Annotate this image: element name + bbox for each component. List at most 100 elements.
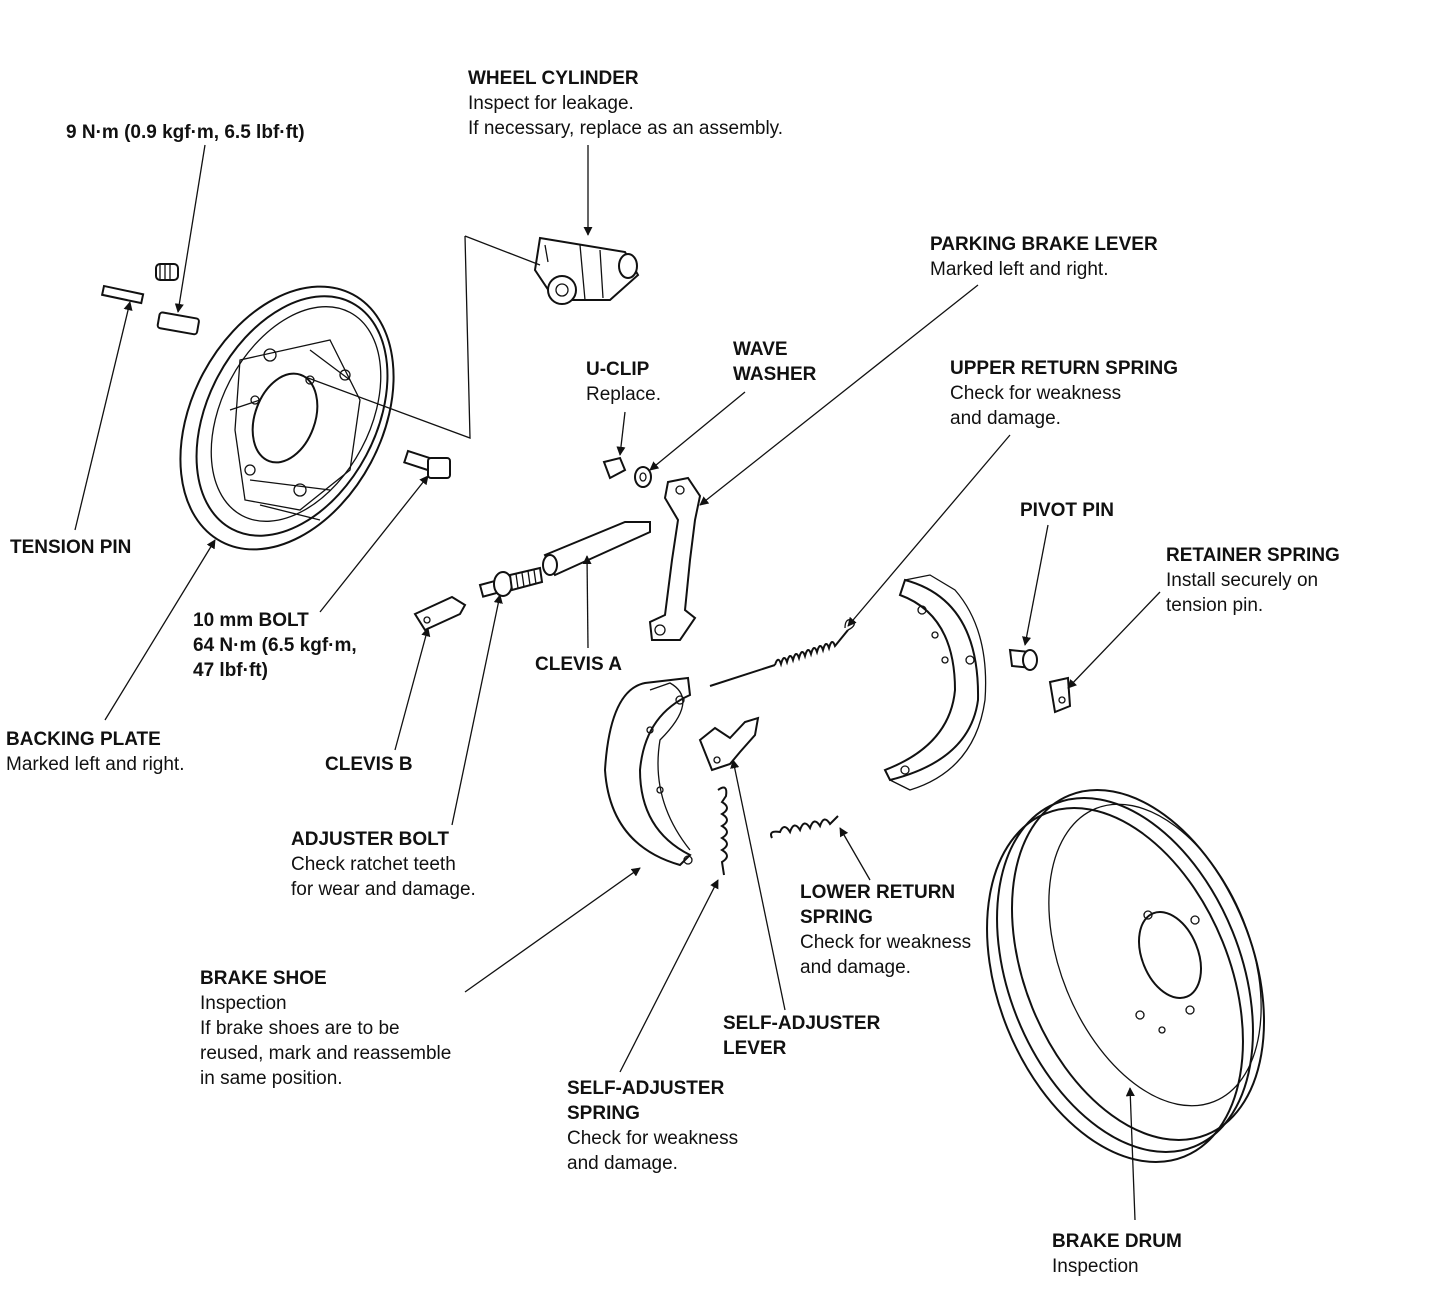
self-adjuster-spring-title-2: SPRING — [567, 1103, 640, 1124]
label-upper-return-spring: UPPER RETURN SPRING Check for weakness a… — [950, 356, 1178, 431]
adjuster-bolt-part — [478, 566, 544, 598]
bolt-10mm-part — [403, 449, 451, 479]
wheel-cylinder-part — [533, 236, 640, 305]
bolt-10mm-title-2: 64 N·m (6.5 kgf·m, — [193, 635, 357, 656]
u-clip-title: U-CLIP — [586, 359, 650, 380]
label-tension-pin: TENSION PIN — [10, 535, 131, 560]
label-retainer-spring: RETAINER SPRING Install securely on tens… — [1166, 543, 1340, 618]
arrow-u-clip — [616, 411, 626, 456]
upper-return-spring-part — [709, 619, 855, 687]
self-adjuster-spring-part — [717, 786, 728, 876]
backing-plate-title: BACKING PLATE — [6, 729, 161, 750]
arrow-tension-pin — [74, 301, 133, 531]
label-self-adjuster-lever: SELF-ADJUSTER LEVER — [723, 1011, 880, 1061]
retainer-spring-line-1: Install securely on — [1166, 570, 1319, 591]
arrow-clevis-a — [582, 555, 592, 649]
brake-shoe-line-3: reused, mark and reassemble — [200, 1043, 452, 1064]
brake-shoe-line-2: If brake shoes are to be — [200, 1018, 400, 1039]
label-torque-9nm: 9 N·m (0.9 kgf·m, 6.5 lbf·ft) — [66, 120, 305, 145]
label-parking-brake-lever: PARKING BRAKE LEVER Marked left and righ… — [930, 232, 1158, 282]
label-backing-plate: BACKING PLATE Marked left and right. — [6, 727, 184, 777]
wheel-cylinder-line-1: Inspect for leakage. — [468, 93, 634, 114]
brake-shoe-title: BRAKE SHOE — [200, 968, 327, 989]
label-clevis-b: CLEVIS B — [325, 752, 413, 777]
arrow-self-adjuster-spring — [619, 879, 719, 1073]
wave-washer-title-2: WASHER — [733, 364, 817, 385]
backing-plate — [179, 285, 395, 551]
label-u-clip: U-CLIP Replace. — [586, 357, 661, 407]
arrow-backing-plate — [104, 539, 216, 721]
torque-9nm-title: 9 N·m (0.9 kgf·m, 6.5 lbf·ft) — [66, 122, 305, 143]
brake-drum-part — [986, 789, 1265, 1163]
clevis-b-part — [413, 595, 467, 632]
wave-washer-part — [634, 466, 652, 488]
retainer-spring-part — [1048, 676, 1072, 714]
pivot-pin-title: PIVOT PIN — [1020, 500, 1114, 521]
arrow-parking-brake-lever — [699, 284, 979, 506]
lower-return-spring-line-2: and damage. — [800, 957, 911, 978]
parking-brake-lever-line-1: Marked left and right. — [930, 259, 1109, 280]
wave-washer-title: WAVE — [733, 339, 788, 360]
pivot-pin-part — [1008, 648, 1038, 671]
arrow-pivot-pin — [1022, 524, 1049, 646]
self-adjuster-spring-line-1: Check for weakness — [567, 1128, 739, 1149]
wheel-cylinder-line-2: If necessary, replace as an assembly. — [468, 118, 784, 139]
label-brake-shoe: BRAKE SHOE Inspection If brake shoes are… — [200, 966, 451, 1091]
backing-plate-line-1: Marked left and right. — [6, 754, 185, 775]
bolt-10mm-title-3: 47 lbf·ft) — [193, 660, 268, 681]
arrow-brake-drum — [1125, 1087, 1136, 1221]
adjuster-bolt-line-1: Check ratchet teeth — [291, 854, 456, 875]
label-wave-washer: WAVE WASHER — [733, 337, 816, 387]
arrow-brake-shoe — [464, 867, 641, 993]
label-lower-return-spring: LOWER RETURN SPRING Check for weakness a… — [800, 880, 971, 980]
arrow-lower-return-spring — [839, 827, 871, 881]
cylinder-leader — [464, 235, 541, 266]
retainer-spring-line-2: tension pin. — [1166, 595, 1264, 616]
tension-pin-part — [100, 263, 200, 336]
lower-return-spring-title: LOWER RETURN — [800, 882, 956, 903]
brake-shoe-left-part — [603, 676, 693, 867]
u-clip-part — [602, 456, 627, 480]
parking-brake-lever-title: PARKING BRAKE LEVER — [930, 234, 1158, 255]
self-adjuster-lever-title-2: LEVER — [723, 1038, 787, 1059]
lower-return-spring-title-2: SPRING — [800, 907, 873, 928]
adjuster-bolt-title: ADJUSTER BOLT — [291, 829, 449, 850]
tension-pin-title: TENSION PIN — [10, 537, 132, 558]
arrow-self-adjuster-lever — [730, 759, 786, 1011]
upper-return-spring-line-2: and damage. — [950, 408, 1061, 429]
self-adjuster-lever-part — [698, 716, 760, 772]
arrow-wave-washer — [649, 391, 746, 471]
leader-arrows — [74, 144, 1161, 1221]
label-clevis-a: CLEVIS A — [535, 652, 622, 677]
arrow-bolt-10mm — [319, 475, 429, 613]
upper-return-spring-title: UPPER RETURN SPRING — [950, 358, 1179, 379]
arrow-retainer-spring — [1067, 591, 1161, 689]
label-bolt-10mm: 10 mm BOLT 64 N·m (6.5 kgf·m, 47 lbf·ft) — [193, 608, 357, 683]
arrow-upper-return-spring — [847, 434, 1011, 627]
lower-return-spring-part — [770, 815, 839, 839]
label-wheel-cylinder: WHEEL CYLINDER Inspect for leakage. If n… — [468, 66, 783, 141]
retainer-spring-title: RETAINER SPRING — [1166, 545, 1340, 566]
u-clip-line-1: Replace. — [586, 384, 661, 405]
brake-shoe-right-part — [883, 574, 987, 791]
brake-drum-line-1: Inspection — [1052, 1256, 1139, 1277]
self-adjuster-spring-line-2: and damage. — [567, 1153, 678, 1174]
brake-shoe-line-1: Inspection — [200, 993, 287, 1014]
arrow-adjuster-bolt — [451, 594, 503, 826]
adjuster-bolt-line-2: for wear and damage. — [291, 879, 476, 900]
wheel-cylinder-title: WHEEL CYLINDER — [468, 68, 639, 89]
label-adjuster-bolt: ADJUSTER BOLT Check ratchet teeth for we… — [291, 827, 476, 902]
label-pivot-pin: PIVOT PIN — [1020, 498, 1114, 523]
cylinder-bracket-line — [299, 235, 471, 439]
clevis-a-title: CLEVIS A — [535, 654, 622, 675]
label-brake-drum: BRAKE DRUM Inspection — [1052, 1229, 1182, 1279]
brake-drum-title: BRAKE DRUM — [1052, 1231, 1182, 1252]
arrow-clevis-b — [394, 627, 431, 751]
arrow-torque-9nm — [174, 144, 206, 313]
self-adjuster-lever-title: SELF-ADJUSTER — [723, 1013, 881, 1034]
brake-shoe-line-4: in same position. — [200, 1068, 343, 1089]
lower-return-spring-line-1: Check for weakness — [800, 932, 972, 953]
parking-brake-lever-part — [648, 476, 702, 641]
